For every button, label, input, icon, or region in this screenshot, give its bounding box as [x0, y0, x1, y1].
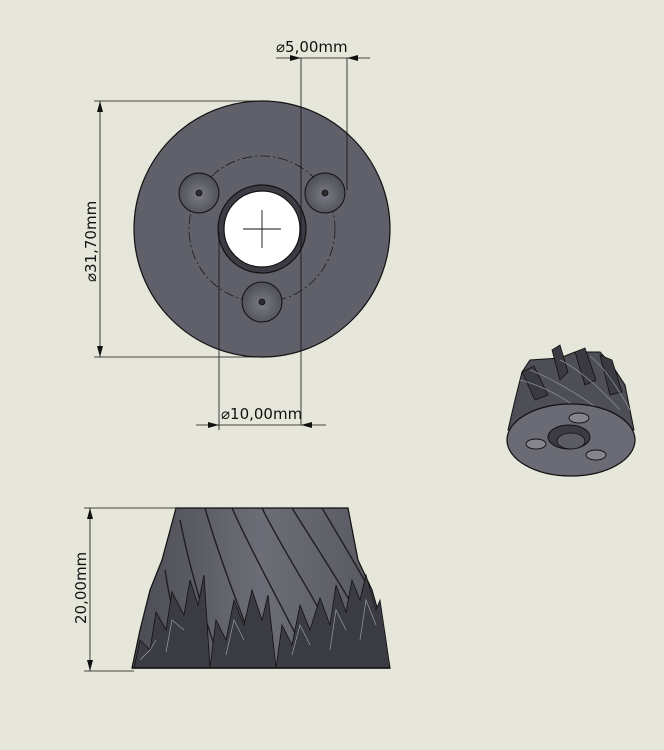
teeth-highlights: [139, 598, 377, 661]
iso-hole-top: [568, 412, 590, 424]
iso-hole-left: [525, 438, 547, 450]
mount-hole-left: [178, 172, 220, 214]
isometric-view: [506, 344, 636, 477]
dim-outer-diameter: ⌀31,70mm: [82, 100, 262, 358]
dim-height: 20,00mm: [72, 507, 176, 672]
dim-bore-diameter-label: ⌀10,00mm: [221, 405, 302, 423]
dim-bore-diameter: ⌀10,00mm: [196, 232, 326, 430]
dim-height-label: 20,00mm: [72, 552, 90, 624]
side-view: [131, 507, 391, 669]
iso-hole-right: [585, 449, 607, 461]
dim-hole-diameter-label: ⌀5,00mm: [276, 38, 348, 56]
dim-hole-diameter: ⌀5,00mm: [276, 38, 370, 425]
iso-ridges: [519, 355, 631, 411]
mount-hole-right: [304, 172, 346, 214]
top-view: [133, 100, 391, 358]
iso-bore-inner: [556, 432, 586, 450]
mount-hole-bottom: [241, 281, 283, 323]
iso-teeth: [521, 344, 623, 401]
dim-outer-diameter-label: ⌀31,70mm: [82, 201, 100, 282]
